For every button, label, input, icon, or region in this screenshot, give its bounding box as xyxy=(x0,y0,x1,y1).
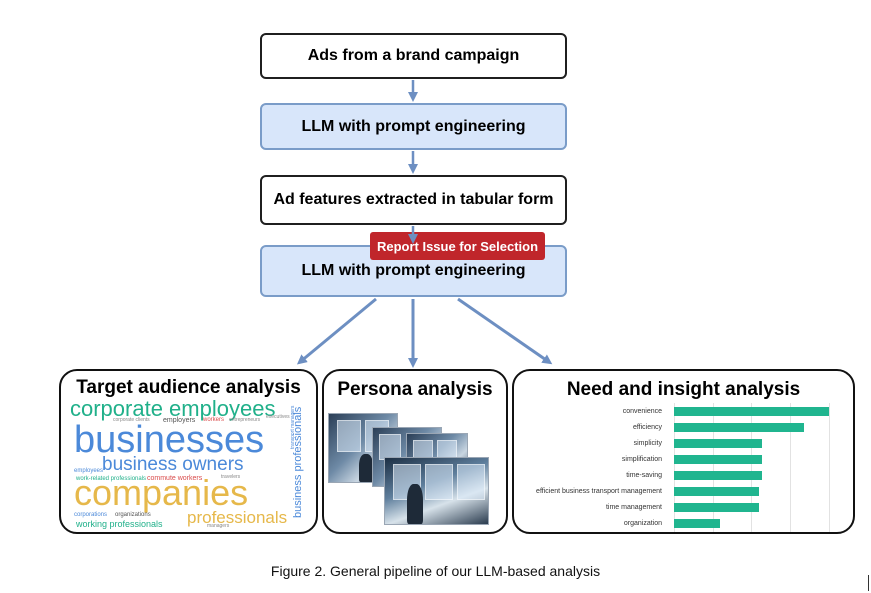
word-managers: managers xyxy=(207,523,230,529)
word-corporate-employees: corporate employees xyxy=(70,396,276,421)
edge-marker xyxy=(868,575,869,591)
chart-category-label: time-saving xyxy=(626,472,662,479)
chart-bar xyxy=(674,407,829,416)
need-insight-panel: Need and insight analysis convenience eff… xyxy=(512,369,855,534)
ads-from-brand-campaign-box: Ads from a brand campaign xyxy=(260,33,567,79)
word-workers: workers xyxy=(203,417,225,423)
ads-from-brand-campaign-label: Ads from a brand campaign xyxy=(307,47,520,64)
word-organizations: organizations xyxy=(115,512,151,518)
word-corporate-clients: corporate clients xyxy=(113,417,150,423)
word-businesses: businesses xyxy=(74,419,265,461)
chart-gridline xyxy=(751,403,753,532)
chart-gridline xyxy=(674,403,675,532)
chart-gridline xyxy=(789,403,791,532)
chart-bar xyxy=(674,439,763,448)
chart-category-label: simplicity xyxy=(633,440,662,447)
word-employees: employees xyxy=(74,468,104,474)
persona-panel: Persona analysis xyxy=(322,369,508,534)
persona-title: Persona analysis xyxy=(337,379,493,400)
word-work-related-professionals: work-related professionals xyxy=(76,476,147,482)
arrow-right xyxy=(457,297,553,365)
word-commute-workers: commute workers xyxy=(147,475,203,482)
llm-prompt-engineering-label-1: LLM with prompt engineering xyxy=(301,117,526,135)
ad-features-extracted-box: Ad features extracted in tabular form xyxy=(260,175,567,225)
chart-category-label: efficient business transport management xyxy=(536,488,662,495)
target-audience-title: Target audience analysis xyxy=(76,377,301,398)
chart-category-label: simplification xyxy=(621,456,662,463)
chart-category-label: organization xyxy=(623,520,662,527)
chart-bar xyxy=(674,471,763,480)
chart-bar xyxy=(674,519,721,528)
target-audience-panel: Target audience analysis corporate emplo… xyxy=(59,369,318,534)
chart-bar xyxy=(674,455,763,464)
word-working-professionals: working professionals xyxy=(76,519,163,529)
word-employers: employers xyxy=(163,417,196,424)
chart-category-label: convenience xyxy=(622,408,662,415)
word-business-owners: business owners xyxy=(102,454,244,475)
chart-category-label: time management xyxy=(605,504,662,511)
word-companies: companies xyxy=(74,472,249,513)
need-insight-bar-chart: convenience efficiency simplicity simplific… xyxy=(514,371,853,532)
need-insight-title: Need and insight analysis xyxy=(566,379,801,400)
ad-features-extracted-label: Ad features extracted in tabular form xyxy=(273,191,554,208)
persona-image-4 xyxy=(384,457,489,525)
chart-gridline xyxy=(828,403,830,532)
word-entrepreneurs: entrepreneurs xyxy=(229,417,261,423)
word-travelers: travelers xyxy=(221,474,241,480)
arrow-left xyxy=(296,297,377,365)
word-transport-managers: transport managers xyxy=(290,405,296,449)
word-corporations: corporations xyxy=(74,512,108,518)
llm-prompt-engineering-box-1: LLM with prompt engineering xyxy=(260,103,567,150)
chart-bar xyxy=(674,487,759,496)
chart-category-label: efficiency xyxy=(632,424,662,431)
llm-prompt-engineering-label-2: LLM with prompt engineering xyxy=(301,262,526,279)
chart-bar xyxy=(674,423,804,432)
chart-bar xyxy=(674,503,759,512)
chart-gridline xyxy=(712,403,714,532)
word-professionals: professionals xyxy=(187,508,288,527)
figure-caption: Figure 2. General pipeline of our LLM-ba… xyxy=(270,563,601,579)
word-executives: executives xyxy=(266,414,290,420)
